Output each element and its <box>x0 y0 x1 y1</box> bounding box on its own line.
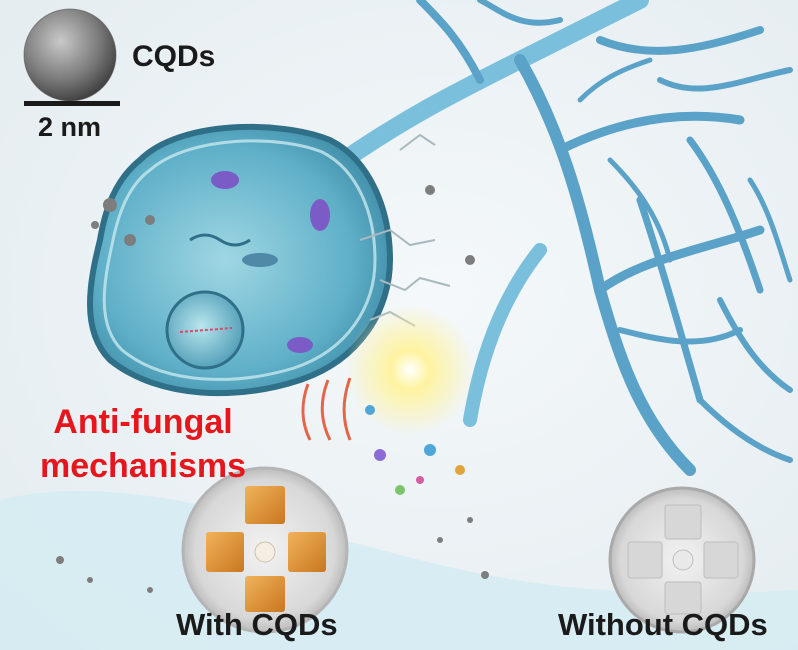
mechanism-title: Anti-fungal mechanisms <box>40 400 246 488</box>
cqd-particles <box>56 185 489 593</box>
dish-without-cqds <box>608 486 756 634</box>
scale-bar <box>24 101 120 106</box>
with-cqds-label: With CQDs <box>176 607 338 642</box>
mechanism-title-line1: Anti-fungal <box>53 403 233 441</box>
organelle <box>211 171 239 189</box>
organelle <box>287 337 313 353</box>
dish-with-cqds <box>181 466 349 634</box>
organelle <box>310 199 330 231</box>
cqds-label: CQDs <box>132 40 216 73</box>
without-cqds-label: Without CQDs <box>558 607 768 642</box>
reaction-glow <box>345 305 475 435</box>
fungal-cell <box>87 123 394 397</box>
fungal-hyphae <box>321 0 793 476</box>
cqd-micrograph <box>23 8 117 102</box>
mechanism-title-line2: mechanisms <box>40 447 246 485</box>
scale-bar-label: 2 nm <box>38 112 102 142</box>
ros-arrows <box>301 377 352 441</box>
released-particles <box>365 405 465 495</box>
organelle <box>242 253 278 267</box>
